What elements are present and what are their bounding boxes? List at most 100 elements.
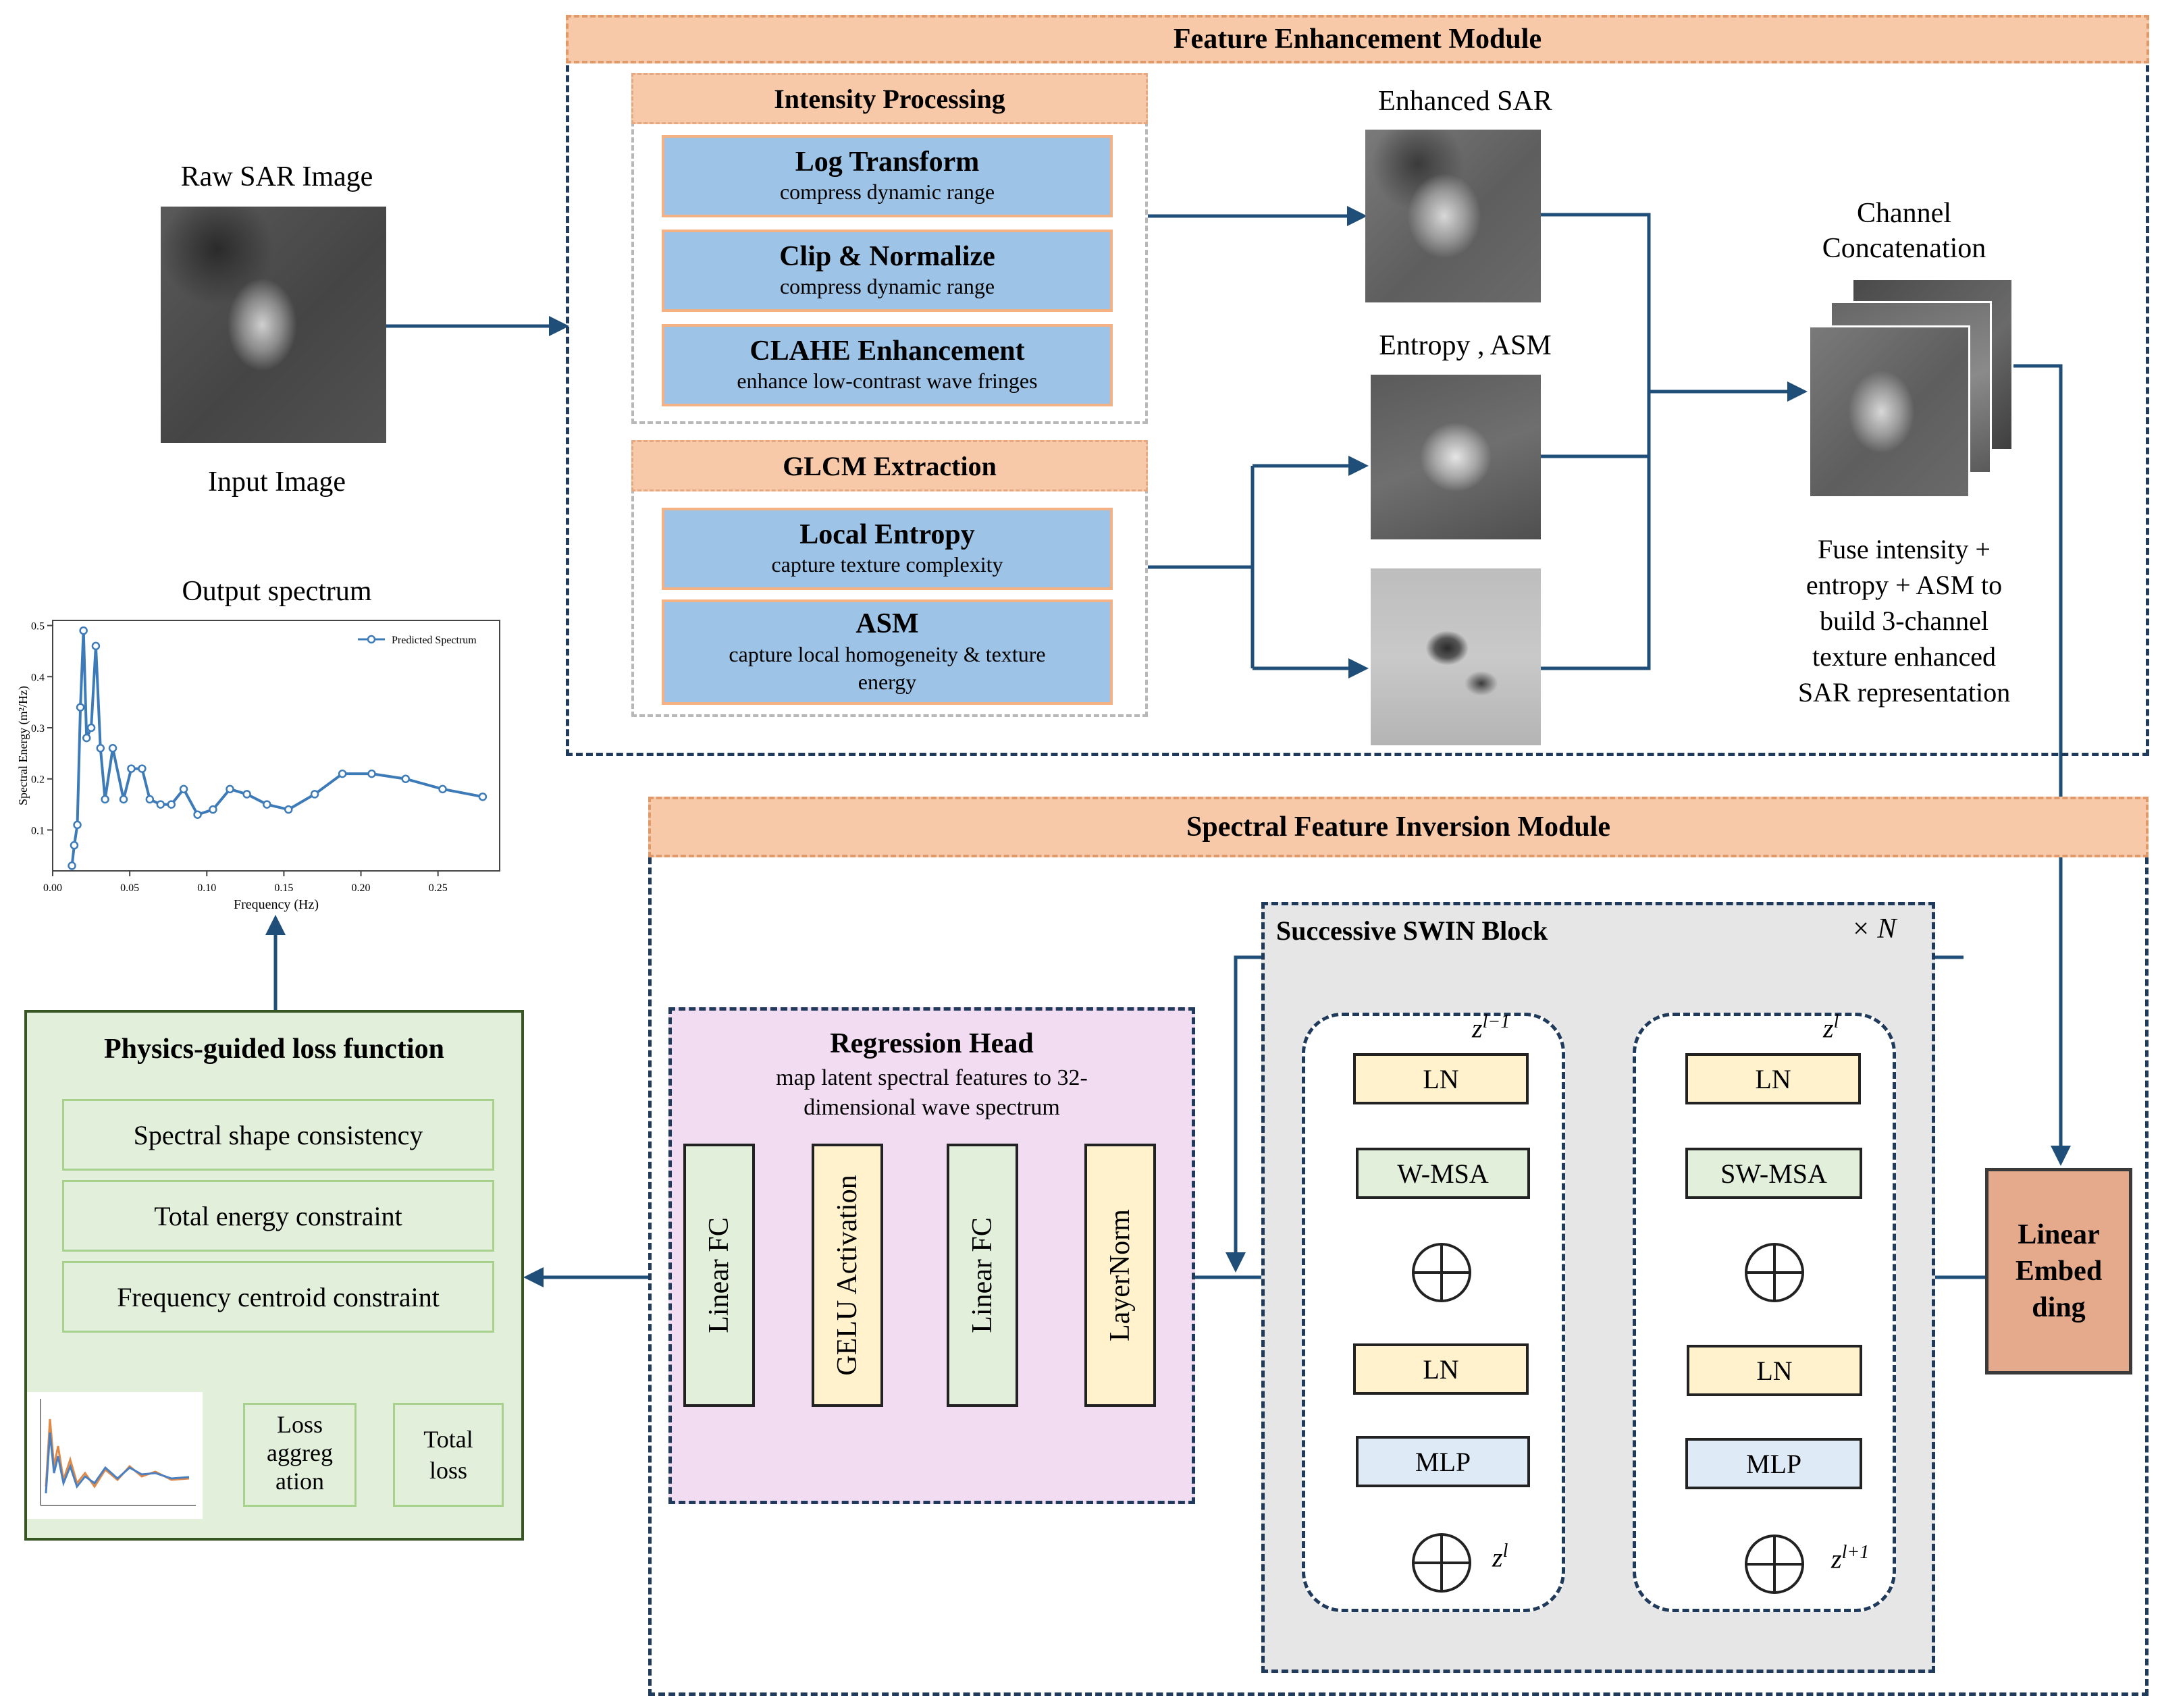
regression-head-panel: [668, 1007, 1195, 1504]
block1-ln1: LN: [1353, 1053, 1529, 1104]
block1-add-icon-1: [1412, 1243, 1471, 1302]
legend-label: Predicted Spectrum: [392, 635, 477, 646]
entropy-image: [1371, 375, 1541, 539]
log-transform-box: Log Transform compress dynamic range: [662, 135, 1113, 217]
loss-title: Physics-guided loss function: [103, 1034, 445, 1065]
x-tick-label: 0.10: [197, 882, 216, 894]
fuse-line-3: build 3-channel: [1820, 606, 1988, 636]
block1-add-icon-2: [1412, 1533, 1471, 1593]
data-point: [96, 744, 105, 753]
clip-normalize-desc: compress dynamic range: [779, 274, 995, 299]
fuse-line-2: entropy + ASM to: [1806, 570, 2003, 600]
layernorm-label: LayerNorm: [1105, 1209, 1136, 1341]
data-point: [284, 805, 293, 814]
asm-box: ASM capture local homogeneity & texture …: [662, 599, 1113, 705]
data-point: [263, 800, 271, 809]
block1-input-label: zl−1: [1472, 1011, 1510, 1044]
total-loss-box: Total loss: [393, 1403, 504, 1507]
swin-block-2: [1633, 1013, 1896, 1612]
x-tick-label: 0.00: [43, 882, 62, 894]
x-axis-label: Frequency (Hz): [234, 897, 319, 912]
block1-input-sup: l−1: [1482, 1011, 1510, 1032]
data-point: [119, 795, 128, 804]
regression-desc-line2: dimensional wave spectrum: [804, 1095, 1060, 1120]
loss-agg-line1: Loss: [276, 1411, 323, 1438]
y-tick-label: 0.1: [31, 825, 45, 836]
swin-block-1: [1302, 1013, 1565, 1612]
concat-label-line2: Concatenation: [1822, 233, 1986, 264]
fuse-line-5: SAR representation: [1797, 677, 2011, 708]
output-spectrum-title: Output spectrum: [182, 576, 372, 607]
data-point: [76, 703, 85, 712]
raw-sar-caption: Input Image: [207, 466, 346, 498]
block1-ln2: LN: [1353, 1343, 1529, 1395]
legend-marker: [367, 635, 376, 644]
loss-item-2-text: Total energy constraint: [154, 1200, 402, 1231]
loss-item-1: Spectral shape consistency: [62, 1099, 494, 1171]
data-point: [70, 840, 79, 850]
raw-sar-image: [161, 207, 386, 443]
local-entropy-desc: capture texture complexity: [771, 552, 1003, 577]
data-point: [401, 774, 411, 783]
x-tick-label: 0.20: [352, 882, 371, 894]
data-point: [86, 723, 96, 732]
data-point: [179, 784, 188, 794]
inversion-banner: Spectral Feature Inversion Module: [648, 797, 2149, 857]
data-point: [156, 800, 165, 809]
concat-layer-front: [1808, 325, 1970, 498]
block2-input-sup: l: [1833, 1011, 1839, 1032]
clahe-name: CLAHE Enhancement: [749, 336, 1025, 367]
data-point: [338, 769, 347, 778]
regression-desc-line1: map latent spectral features to 32-: [776, 1065, 1088, 1090]
block1-input-z: z: [1472, 1013, 1483, 1044]
loss-item-3-text: Frequency centroid constraint: [117, 1281, 440, 1312]
embed-line3: ding: [2032, 1292, 2086, 1323]
fuse-line-1: Fuse intensity +: [1818, 534, 1991, 564]
log-transform-name: Log Transform: [795, 146, 980, 178]
asm-desc-line1: capture local homogeneity & texture: [729, 641, 1046, 666]
x-tick-label: 0.05: [120, 882, 139, 894]
block2-input-label: zl: [1823, 1011, 1839, 1044]
enhanced-sar-label: Enhanced SAR: [1378, 86, 1552, 117]
loss-item-1-text: Spectral shape consistency: [133, 1119, 423, 1150]
data-point: [108, 744, 117, 753]
data-point: [438, 784, 447, 794]
data-point: [478, 792, 488, 801]
feature-enhancement-banner: Feature Enhancement Module: [566, 15, 2149, 63]
data-point: [310, 790, 319, 799]
block2-output-label: zl+1: [1831, 1542, 1869, 1574]
entropy-asm-label: Entropy , ASM: [1379, 330, 1552, 361]
linear-embedding-box: Linear Embed ding: [1985, 1168, 2132, 1375]
data-point: [68, 861, 76, 870]
data-point: [167, 800, 176, 809]
y-tick-label: 0.3: [31, 723, 45, 735]
enhanced-sar-image: [1365, 130, 1541, 302]
loss-agg-line2: aggreg: [267, 1439, 333, 1466]
local-entropy-name: Local Entropy: [799, 519, 975, 551]
total-loss-line2: loss: [429, 1457, 468, 1484]
block1-output-sup: l: [1502, 1541, 1508, 1562]
data-point: [101, 795, 109, 804]
block2-add-icon-2: [1745, 1534, 1804, 1594]
y-axis-label: Spectral Energy (m²/Hz): [16, 686, 30, 805]
block2-add-icon-1: [1745, 1243, 1804, 1302]
block1-mlp: MLP: [1356, 1436, 1530, 1487]
linear-fc-1: Linear FC: [683, 1144, 755, 1407]
gelu-activation-label: GELU Activation: [832, 1175, 863, 1376]
data-point: [209, 805, 217, 814]
data-point: [79, 626, 88, 635]
loss-item-2: Total energy constraint: [62, 1180, 494, 1252]
plot-area: [52, 620, 500, 872]
gelu-activation: GELU Activation: [812, 1144, 883, 1407]
linear-fc-2-label: Linear FC: [967, 1217, 998, 1333]
loss-thumbnail-chart: [27, 1392, 203, 1519]
log-transform-desc: compress dynamic range: [779, 180, 995, 205]
data-point: [367, 769, 376, 778]
data-point: [127, 764, 136, 773]
asm-image: [1371, 568, 1541, 745]
local-entropy-box: Local Entropy capture texture complexity: [662, 508, 1113, 590]
raw-sar-title: Raw SAR Image: [180, 161, 373, 192]
intensity-processing-banner: Intensity Processing: [631, 73, 1148, 124]
data-point: [193, 810, 202, 819]
